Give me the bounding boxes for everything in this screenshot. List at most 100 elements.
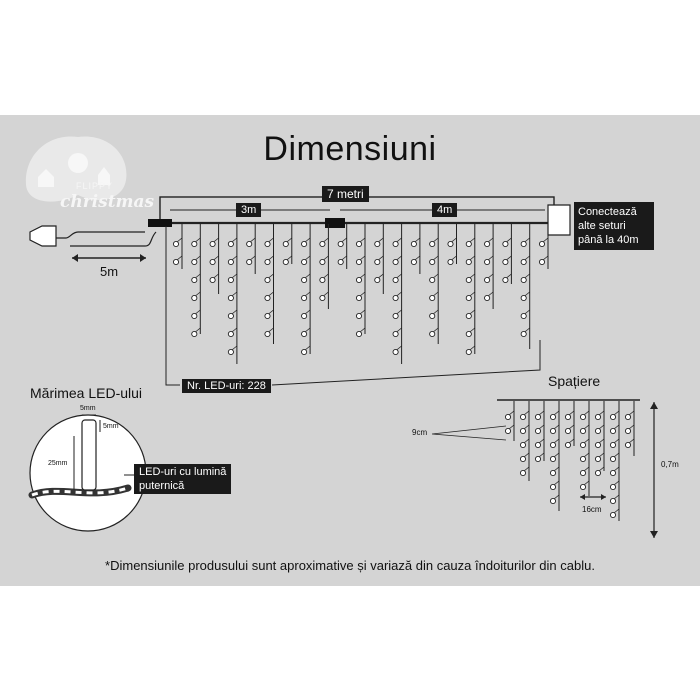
total-length-label: 7 metri <box>322 186 369 202</box>
led-bulb <box>246 240 253 248</box>
led-bulb <box>301 330 308 338</box>
led-bulb <box>609 483 617 491</box>
led-bulb <box>465 294 472 302</box>
led-bulb <box>594 441 602 449</box>
spacing-drop <box>579 401 590 496</box>
led-bulb <box>534 427 542 435</box>
led-bulb <box>429 330 436 338</box>
led-bulb <box>594 427 602 435</box>
led-bulb <box>534 441 542 449</box>
led-bulb <box>579 455 587 463</box>
led-bulb <box>264 240 271 248</box>
led-bulb <box>246 258 253 266</box>
led-bulb <box>191 258 198 266</box>
led-bulb <box>264 312 271 320</box>
connect-note-line2: alte seturi <box>578 220 626 232</box>
power-adapter-icon <box>29 225 57 247</box>
led-bulb <box>392 294 399 302</box>
spacing-drop <box>564 401 575 449</box>
end-connector <box>547 204 571 236</box>
led-bulb <box>564 413 572 421</box>
led-bulb <box>624 427 632 435</box>
led-width-label: 5mm <box>80 405 96 412</box>
led-bulb <box>609 497 617 505</box>
led-bulb <box>227 258 234 266</box>
led-bulb <box>355 294 363 302</box>
led-bulb <box>484 276 491 284</box>
segment-b-label: 4m <box>432 203 458 217</box>
led-bulb <box>549 497 557 505</box>
mid-connector <box>325 218 345 228</box>
led-bulb <box>519 413 527 421</box>
icicle-drop <box>484 224 494 309</box>
led-bulb <box>319 276 326 284</box>
led-bulb <box>355 240 363 248</box>
led-bulb <box>609 413 617 421</box>
led-bulb <box>549 455 557 463</box>
led-bulb <box>579 427 587 435</box>
led-bulb <box>484 240 491 248</box>
led-bulb <box>579 483 587 491</box>
male-connector <box>148 219 172 227</box>
drop-height-label: 0,7m <box>661 460 679 469</box>
icicle-drop <box>282 224 293 266</box>
led-bulb <box>519 427 527 435</box>
led-bulb <box>319 240 326 248</box>
spacing-drop <box>609 401 620 521</box>
led-bulb <box>227 330 234 338</box>
led-bulb <box>209 276 216 284</box>
led-bulb <box>609 511 617 519</box>
led-bulb <box>301 240 308 248</box>
led-bulb <box>301 276 308 284</box>
led-bulb <box>549 427 557 435</box>
icicle-drop <box>392 224 403 364</box>
led-bulb <box>594 413 602 421</box>
brand-logo <box>25 136 127 202</box>
led-bulb <box>301 294 308 302</box>
main-cable <box>29 196 571 386</box>
icicle-drop <box>502 224 512 284</box>
led-bulb <box>465 258 472 266</box>
spacing-drop <box>549 401 560 511</box>
led-bulb <box>172 240 180 248</box>
icicle-drop <box>209 224 220 294</box>
led-bulb <box>465 276 472 284</box>
brand-logo-bottom: christmas <box>60 192 155 212</box>
led-bulb <box>549 469 557 477</box>
led-bulb <box>337 240 344 248</box>
led-bulb <box>227 294 234 302</box>
led-bulb <box>564 427 572 435</box>
led-bulb <box>579 413 587 421</box>
led-bulb <box>191 312 198 320</box>
led-bulb <box>504 413 512 421</box>
led-bulb <box>519 441 527 449</box>
led-bulb <box>355 312 363 320</box>
icicle-drop <box>374 224 384 294</box>
led-bulb <box>579 441 587 449</box>
icicle-drop <box>301 224 311 356</box>
led-bulb <box>502 258 509 266</box>
led-callout-line2: puternică <box>139 480 185 492</box>
led-bulb <box>191 294 198 302</box>
icicle-drop <box>447 224 457 266</box>
led-bulb <box>465 240 472 248</box>
led-bulb-icon <box>81 419 97 491</box>
led-bulb <box>538 258 546 266</box>
led-bulb <box>429 276 436 284</box>
spacing-drop <box>594 401 605 477</box>
icicle-drop <box>355 224 366 338</box>
led-bulb <box>520 330 527 338</box>
icicle-drop <box>520 224 531 349</box>
led-bulb <box>392 348 399 356</box>
segment-a-label: 3m <box>236 203 262 217</box>
led-bulb <box>227 240 234 248</box>
led-bulb <box>465 348 472 356</box>
lead-cable <box>56 231 157 247</box>
led-bulb <box>301 258 308 266</box>
icicle-drop <box>172 224 183 269</box>
led-bulb <box>502 276 509 284</box>
icicle-drop <box>538 224 549 269</box>
led-bulb <box>374 276 381 284</box>
led-bulb <box>564 441 572 449</box>
